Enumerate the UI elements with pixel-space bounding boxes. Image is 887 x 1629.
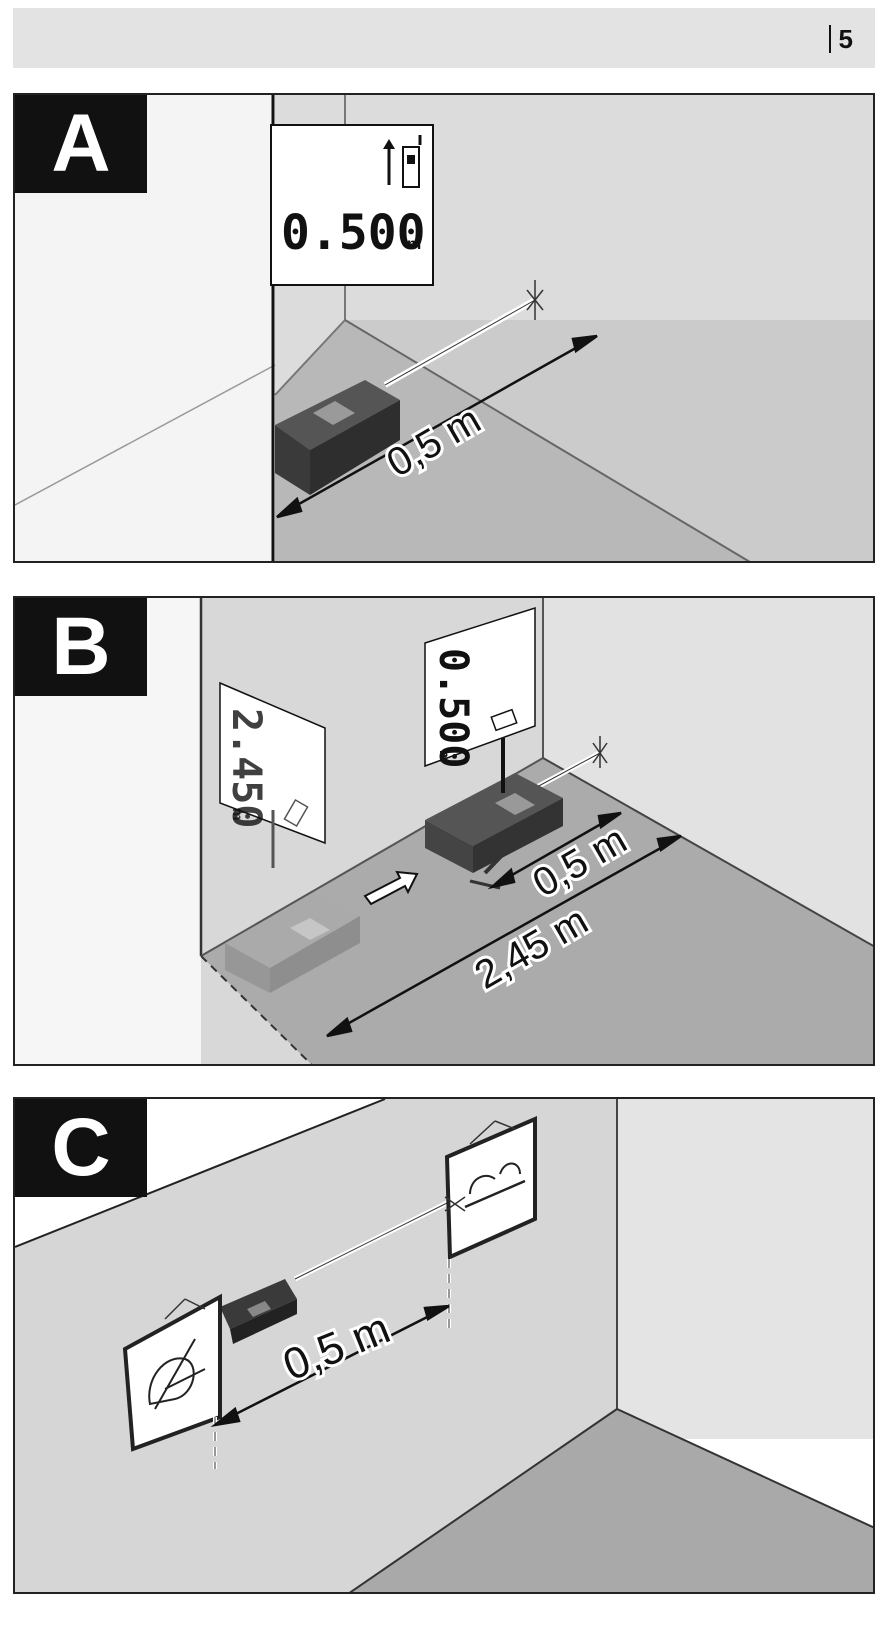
picture-frame-right-icon: [444, 1115, 537, 1261]
laser-measure-device-b-start: [225, 893, 360, 993]
dimension-arrow-a: [276, 334, 598, 519]
panel-label-a: A: [15, 95, 147, 193]
dimension-arrow-b-short: [487, 811, 622, 890]
page-number: 5: [828, 25, 853, 53]
picture-frame-left-icon: [122, 1293, 222, 1452]
display-value-b-end: 0.500: [430, 648, 476, 768]
laser-target-icon-b: [592, 736, 608, 768]
panel-label-b: B: [15, 598, 147, 696]
figure-panel-b: 0,5 m 2,45 m 2.450 m 0.500 m B: [13, 596, 875, 1066]
display-value-a: 0.500: [281, 205, 426, 261]
move-arrow-icon-b: [363, 870, 419, 906]
laser-measure-device-c: [220, 1279, 297, 1344]
reference-point-icon-b-start: [283, 798, 309, 828]
panel-label-c: C: [15, 1099, 147, 1197]
device-display-b-start: 2.450 m: [219, 681, 326, 868]
display-unit-b-end: m: [437, 750, 453, 762]
figure-panel-a: 0,5 m 0.500 m A: [13, 93, 875, 563]
display-unit-b-start: m: [230, 808, 246, 820]
page-header: 5: [13, 8, 875, 68]
reference-point-icon-b-end: [490, 708, 518, 732]
dimension-arrow-c: [210, 1304, 450, 1428]
display-unit-a: m: [407, 236, 421, 253]
illustration-a: 0,5 m 0.500 m: [15, 95, 873, 561]
figure-panel-c: 0,5 m C: [13, 1097, 875, 1594]
laser-target-icon-a: [526, 280, 544, 320]
reference-point-icon-a: [383, 135, 422, 188]
display-value-b-start: 2.450: [223, 708, 269, 828]
right-wall-c: [617, 1099, 873, 1439]
floor-b: [201, 758, 873, 1064]
device-display-b-end: 0.500 m: [424, 606, 536, 793]
laser-measure-device-a: [275, 380, 400, 495]
floor-c: [350, 1409, 873, 1592]
dimension-arrow-b-long: [326, 834, 682, 1038]
illustration-c: 0,5 m: [15, 1099, 873, 1592]
device-display-a: 0.500 m: [270, 124, 434, 286]
illustration-b: 0,5 m 2,45 m 2.450 m 0.500 m: [15, 598, 873, 1064]
laser-measure-device-b-end: [425, 773, 563, 873]
laser-target-icon-c: [444, 1196, 466, 1212]
